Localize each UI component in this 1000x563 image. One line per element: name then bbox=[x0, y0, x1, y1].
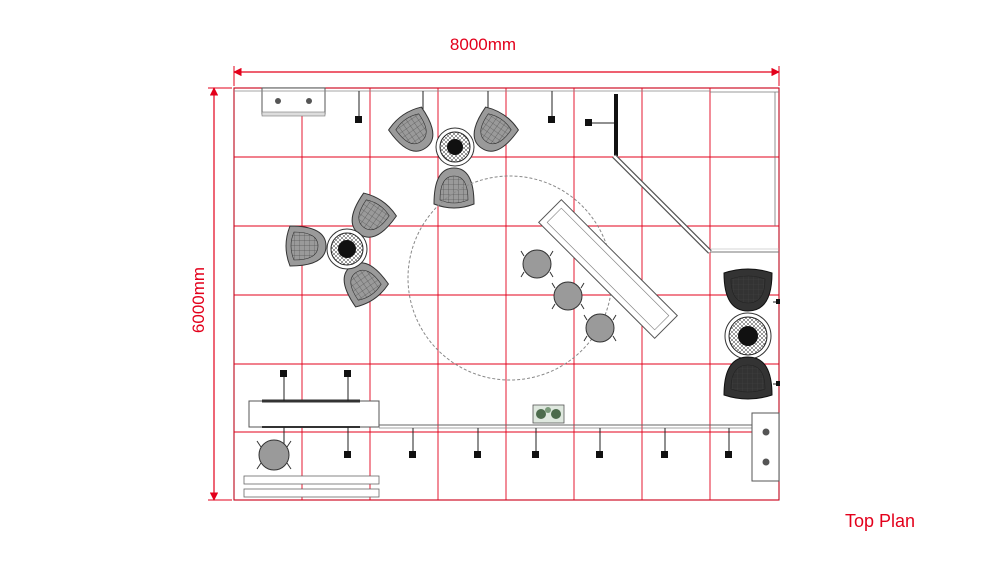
caption: Top Plan bbox=[845, 511, 915, 531]
right-wall bbox=[710, 91, 779, 226]
bar-counter bbox=[537, 198, 679, 340]
spotlight-icon bbox=[474, 428, 481, 458]
spotlight-icon bbox=[344, 370, 351, 401]
partition-wall bbox=[612, 94, 779, 254]
height-label: 6000mm bbox=[189, 267, 208, 333]
spotlight-icon bbox=[596, 428, 603, 458]
width-dimension: 8000mm bbox=[233, 35, 780, 86]
lounge-chair-icon bbox=[433, 167, 475, 209]
grid bbox=[233, 87, 780, 501]
spotlight-icon bbox=[355, 91, 362, 123]
spotlight-icon bbox=[548, 91, 555, 123]
stools bbox=[520, 249, 617, 343]
lounge-chair-icon bbox=[473, 106, 520, 152]
cabinet-top-left bbox=[261, 87, 326, 117]
lounge-chair-icon bbox=[723, 356, 773, 400]
cabinet-left bbox=[248, 370, 380, 428]
spotlight-icon bbox=[532, 428, 539, 458]
lounge-chair-icon bbox=[387, 106, 434, 152]
lounge-chair-icon bbox=[343, 262, 390, 308]
cabinet-bottom-right bbox=[751, 412, 780, 482]
stool-icon bbox=[583, 313, 617, 343]
height-dimension: 6000mm bbox=[189, 87, 232, 501]
spotlight-icon bbox=[280, 370, 287, 401]
lounge-group-top bbox=[387, 106, 520, 209]
spotlight-icon bbox=[409, 428, 416, 458]
stool-icon bbox=[551, 281, 585, 311]
counter-icon bbox=[261, 87, 326, 115]
lounge-chair-icon bbox=[351, 192, 398, 238]
lounge-chair-icon bbox=[285, 225, 327, 267]
stool-icon bbox=[256, 439, 292, 471]
lounge-chair-icon bbox=[723, 268, 773, 312]
counter-icon bbox=[751, 412, 780, 482]
center-circle bbox=[407, 175, 613, 381]
width-label: 8000mm bbox=[450, 35, 516, 54]
spotlight-icon bbox=[344, 427, 351, 458]
round-table-icon bbox=[724, 312, 772, 360]
stool-icon bbox=[520, 249, 554, 279]
counter-icon bbox=[537, 198, 679, 340]
lounge-group-left bbox=[285, 192, 398, 308]
plant-icon bbox=[532, 404, 565, 424]
spotlight-icon bbox=[725, 428, 732, 458]
round-table-icon bbox=[326, 228, 368, 270]
spotlight-icon bbox=[585, 119, 615, 126]
booth-outline bbox=[233, 87, 780, 501]
counter-icon bbox=[248, 400, 380, 428]
round-table-icon bbox=[435, 127, 475, 167]
lounge-group-right bbox=[723, 268, 780, 400]
bench-bottom bbox=[243, 475, 380, 498]
spotlight-icon bbox=[661, 428, 668, 458]
bottom-wall bbox=[379, 424, 752, 429]
